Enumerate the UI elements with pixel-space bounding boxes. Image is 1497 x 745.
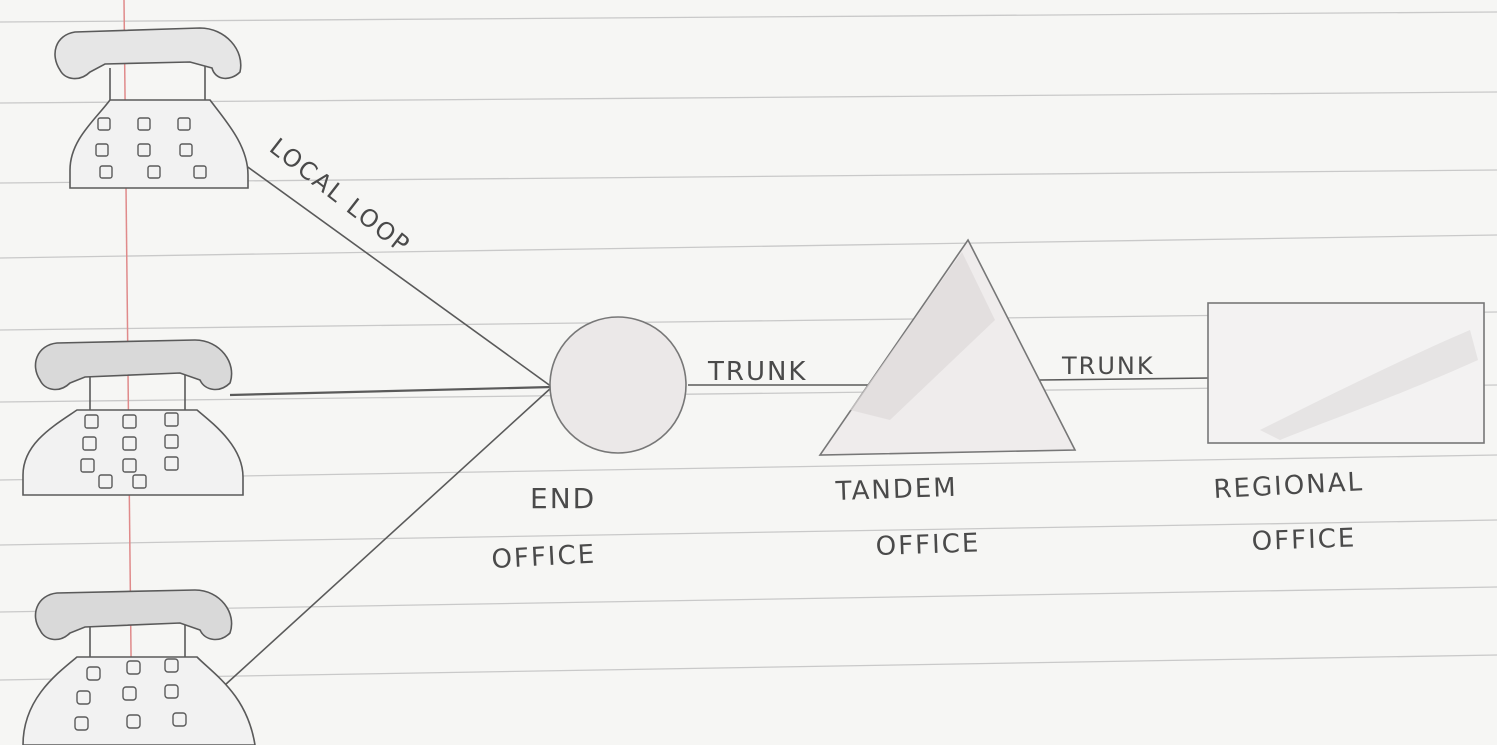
regional-office-label-line2: OFFICE — [1251, 523, 1357, 557]
telephone-icon — [23, 590, 255, 745]
trunk-label-2: TRUNK — [1061, 352, 1155, 380]
end-office-label-line1: END — [530, 482, 596, 515]
end-office-circle — [550, 317, 686, 453]
tandem-office-label-line1: TANDEM — [834, 473, 958, 507]
telephone-icon — [23, 340, 243, 495]
trunk-label-1: TRUNK — [707, 357, 807, 387]
tandem-office-label-line2: OFFICE — [875, 528, 981, 562]
telephone-icon — [55, 28, 248, 188]
local-loop-line — [245, 165, 552, 387]
telephone-2-line — [230, 387, 552, 395]
end-office-label-line2: OFFICE — [491, 540, 597, 575]
regional-office-label-line1: REGIONAL — [1213, 467, 1365, 505]
